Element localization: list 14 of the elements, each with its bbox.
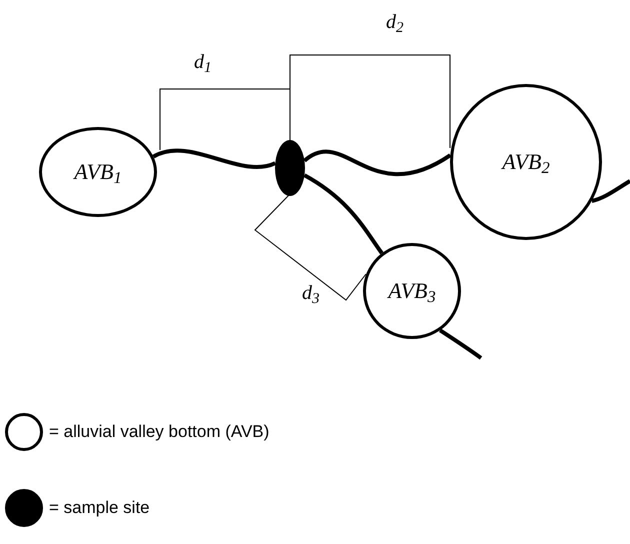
river-line [303,150,452,176]
legend-text: = sample site [49,497,150,520]
river-line [591,179,630,203]
legend-text: = alluvial valley bottom (AVB) [49,421,270,444]
dimension-label: d$_{2}$ [386,12,404,32]
river-line [152,148,276,169]
sample-site-marker [275,140,305,196]
dimension-label: d$_{3}$ [302,283,320,303]
river-line [439,328,482,360]
node-label: AVB$_{3}$ [388,280,436,302]
dimension-label: d$_{1}$ [194,52,212,72]
river-line [303,174,384,254]
node-label: AVB$_{2}$ [502,151,550,173]
node-label: AVB$_{1}$ [74,161,122,183]
